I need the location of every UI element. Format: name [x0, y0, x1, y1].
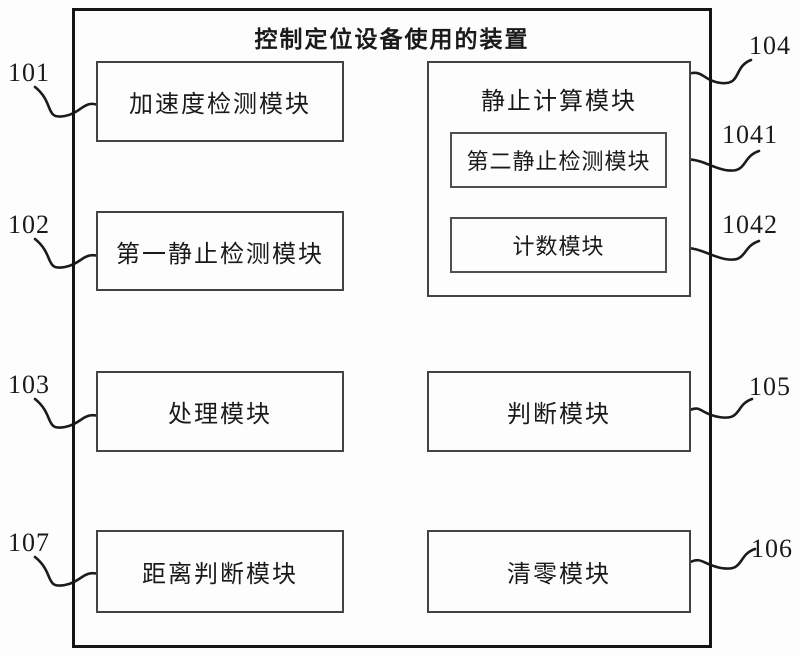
module-label-105: 判断模块: [507, 402, 611, 428]
module-label-104: 静止计算模块: [481, 89, 637, 115]
ref-label-1042: 1042: [722, 210, 778, 239]
module-label-101: 加速度检测模块: [129, 92, 311, 118]
ref-label-105: 105: [749, 372, 791, 401]
ref-label-1041: 1041: [722, 120, 778, 149]
module-box-105: 判断模块: [427, 371, 691, 452]
module-box-103: 处理模块: [96, 371, 344, 452]
module-box-1042: 计数模块: [450, 217, 667, 273]
module-label-103: 处理模块: [168, 402, 272, 428]
ref-label-107: 107: [8, 528, 50, 557]
module-box-102: 第一静止检测模块: [96, 211, 344, 291]
ref-label-104: 104: [749, 31, 791, 60]
module-label-107: 距离判断模块: [142, 562, 298, 588]
ref-label-106: 106: [751, 534, 793, 563]
module-label-1042: 计数模块: [512, 234, 605, 259]
module-label-106: 清零模块: [507, 562, 611, 588]
figure-title: 控制定位设备使用的装置: [254, 27, 530, 52]
ref-label-103: 103: [8, 370, 50, 399]
ref-label-101: 101: [8, 58, 50, 87]
module-box-101: 加速度检测模块: [96, 61, 344, 142]
module-box-106: 清零模块: [427, 530, 691, 613]
device-outer-box: 控制定位设备使用的装置: [72, 8, 712, 648]
module-box-1041: 第二静止检测模块: [450, 132, 667, 188]
module-label-102: 第一静止检测模块: [116, 241, 324, 268]
module-label-1041: 第二静止检测模块: [466, 149, 651, 174]
module-box-107: 距离判断模块: [96, 530, 344, 613]
ref-label-102: 102: [8, 210, 50, 239]
